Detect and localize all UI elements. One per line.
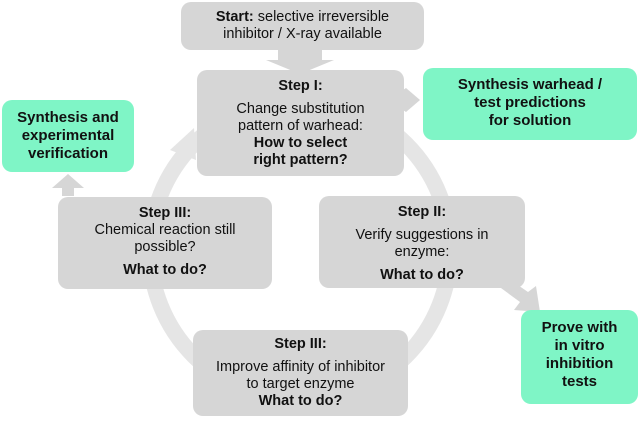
step2-text-line1: Verify suggestions in — [355, 227, 489, 243]
step3-bottom-question: What to do? — [258, 393, 343, 409]
step1-question-line1: How to select — [253, 135, 348, 151]
step1-title: Step I: — [278, 78, 323, 94]
step3-bottom-title: Step III: — [274, 336, 327, 352]
step3-left-text-line2: possible? — [134, 239, 196, 255]
step1-question-line2: right pattern? — [253, 152, 348, 168]
synthesis-experimental-line2: experimental — [21, 127, 115, 144]
start-text-line2: inhibitor / X-ray available — [223, 26, 382, 42]
synthesis-warhead-line3: for solution — [488, 112, 572, 129]
step1-text-line2: pattern of warhead: — [238, 118, 363, 134]
start-text-line1: selective irreversible — [257, 9, 390, 25]
start-to-step1-arrow — [266, 50, 334, 74]
prove-line2: in vitro — [554, 337, 605, 354]
step3-bottom-text-line2: to target enzyme — [246, 376, 355, 392]
step3-left-title: Step III: — [138, 205, 192, 221]
step1-text-line1: Change substitution — [236, 101, 365, 117]
step1-box: Step I: Change substitution pattern of w… — [197, 70, 404, 176]
prove-line1: Prove with — [541, 319, 618, 336]
step3-left-question: What to do? — [123, 262, 207, 278]
synthesis-warhead-line1: Synthesis warhead / — [457, 76, 603, 93]
synthesis-experimental-line1: Synthesis and — [17, 109, 119, 126]
synthesis-warhead-line2: test predictions — [474, 94, 586, 111]
prove-box: Prove with in vitro inhibition tests — [521, 310, 638, 404]
synthesis-warhead-box: Synthesis warhead / test predictions for… — [423, 68, 637, 140]
step2-box: Step II: Verify suggestions in enzyme: W… — [319, 196, 525, 288]
synthesis-experimental-line3: verification — [27, 145, 109, 162]
step3-to-synthesis-arrow — [52, 174, 84, 196]
step3-left-box: Step III: Chemical reaction still possib… — [58, 197, 272, 289]
step3-left-text-line1: Chemical reaction still — [94, 222, 236, 238]
step3-bottom-text-line1: Improve affinity of inhibitor — [216, 359, 385, 375]
step2-question: What to do? — [380, 267, 464, 283]
start-box: Start: selective irreversible inhibitor … — [181, 2, 424, 50]
start-label: Start: — [215, 9, 254, 25]
cycle-arrowhead-left — [170, 128, 196, 160]
prove-line4: tests — [561, 373, 598, 390]
step3-bottom-box: Step III: Improve affinity of inhibitor … — [193, 330, 408, 416]
step2-text-line2: enzyme: — [394, 244, 450, 260]
prove-line3: inhibition — [545, 355, 614, 372]
synthesis-experimental-box: Synthesis and experimental verification — [2, 100, 134, 172]
step2-title: Step II: — [397, 204, 447, 220]
